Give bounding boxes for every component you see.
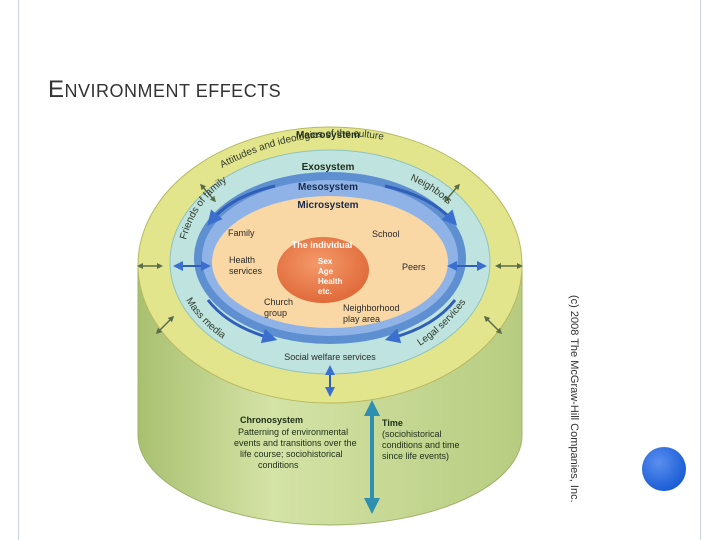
- individual-attr-age: Age: [318, 267, 334, 276]
- chronosystem-title: Chronosystem: [240, 415, 303, 425]
- mesosystem-title: Mesosystem: [298, 182, 358, 193]
- family-label: Family: [228, 228, 255, 238]
- time-title: Time: [382, 418, 403, 428]
- church-group-label-line1: Church: [264, 297, 293, 307]
- time-line3: since life events): [382, 451, 449, 461]
- slide-title-initial: E: [48, 76, 65, 103]
- slide-title: ENVIRONMENT EFFECTS: [48, 76, 281, 104]
- individual-title: The individual: [292, 240, 353, 250]
- exosystem-title: Exosystem: [302, 162, 355, 173]
- individual-attr-health: Health: [318, 277, 343, 286]
- school-label: School: [372, 229, 400, 239]
- copyright-text: (c) 2008 The McGraw-Hill Companies, Inc.: [568, 295, 581, 503]
- meso-arrow-top-left: [207, 184, 276, 226]
- right-rule: [700, 0, 701, 540]
- macro-arrow-se: [483, 315, 503, 335]
- chronosystem-line1: Patterning of environmental: [238, 427, 348, 437]
- health-services-label-line2: services: [229, 266, 263, 276]
- health-services-label-line1: Health: [229, 255, 255, 265]
- neighborhood-label-line2: play area: [343, 314, 380, 324]
- macro-arrow-ne: [444, 183, 460, 203]
- meso-arrow-bottom-right: [384, 299, 457, 344]
- time-line2: conditions and time: [382, 440, 460, 450]
- macro-arrow-nw: [200, 183, 216, 203]
- left-rule: [18, 0, 19, 540]
- macro-arrow-sw: [155, 315, 175, 335]
- individual-attr-sex: Sex: [318, 257, 333, 266]
- individual-attr-etc: etc.: [318, 287, 332, 296]
- meso-arrow-bottom-left: [206, 299, 278, 344]
- meso-arrow-top-right: [384, 184, 458, 226]
- chronosystem-line3: life course; sociohistorical: [240, 449, 343, 459]
- chronosystem-line4: conditions: [258, 460, 299, 470]
- decorative-blue-dot: [642, 447, 686, 491]
- church-group-label-line2: group: [264, 308, 287, 318]
- copyright-notice: (c) 2008 The McGraw-Hill Companies, Inc.: [568, 295, 580, 503]
- social-welfare-label: Social welfare services: [284, 352, 376, 362]
- neighborhood-label-line1: Neighborhood: [343, 303, 400, 313]
- peers-label: Peers: [402, 262, 426, 272]
- slide-title-rest: NVIRONMENT EFFECTS: [64, 81, 282, 101]
- macrosystem-title: Macrosystem: [296, 130, 360, 141]
- individual-circle: [277, 237, 369, 303]
- time-line1: (sociohistorical: [382, 429, 442, 439]
- microsystem-title: Microsystem: [297, 200, 358, 211]
- chronosystem-line2: events and transitions over the: [234, 438, 357, 448]
